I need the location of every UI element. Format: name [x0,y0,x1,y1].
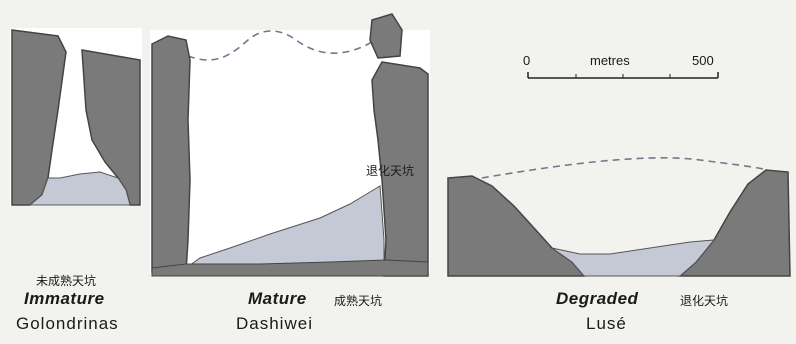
immature-sediment [28,171,131,206]
degraded-sediment [551,239,716,277]
mature-site-label: Dashiwei [236,314,313,333]
immature-cjk-label: 未成熟天坑 [36,274,97,288]
degraded-rim-dashed-line [469,157,769,181]
mature-floor-rock [151,259,429,277]
scale-end-label: 500 [692,53,714,68]
mature-cjk-label: 成熟天坑 [334,294,383,308]
mature-right-wall [371,61,429,277]
mature-panel [150,13,430,277]
mature-rim-dashed-line [187,30,373,61]
mature-left-wall [151,35,191,273]
degraded-cjk-label: 退化天坑 [680,294,729,308]
immature-panel [10,28,142,206]
scale-unit-label: metres [590,53,630,68]
scale-start-label: 0 [523,53,531,68]
degraded-stage-label: Degraded [556,289,639,308]
degraded-site-label: Lusé [586,314,627,333]
immature-left-wall [11,29,67,206]
scale-bar [527,72,719,79]
mature-right-upper-wall [369,13,403,59]
degraded-panel [447,157,791,277]
mature-annotation: 退化天坑 [366,164,415,178]
immature-stage-label: Immature [24,289,105,308]
immature-site-label: Golondrinas [16,314,119,333]
degraded-left-slope [447,175,586,277]
mature-stage-label: Mature [248,289,307,308]
